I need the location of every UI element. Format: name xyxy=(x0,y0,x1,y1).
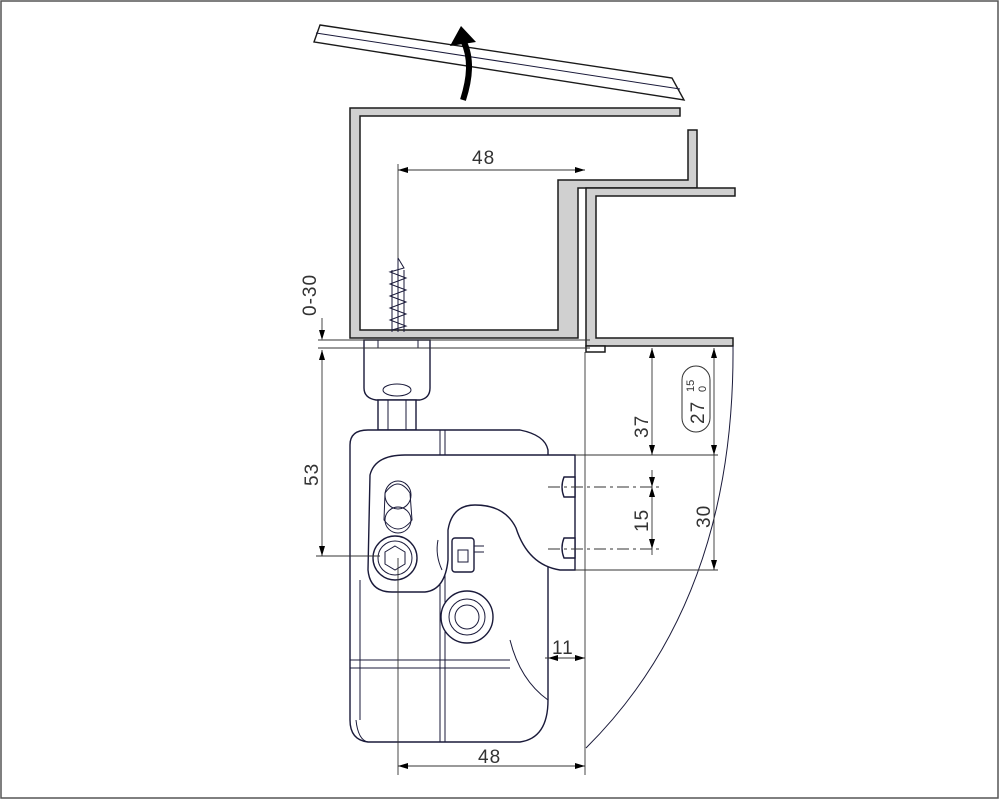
screw-icon xyxy=(388,257,408,332)
sash-arc xyxy=(585,345,734,749)
svg-text:27: 27 xyxy=(688,401,709,424)
dim-bottom-48: 48 xyxy=(397,558,585,775)
hinge-mount xyxy=(363,339,431,431)
svg-text:37: 37 xyxy=(632,415,653,438)
svg-text:11: 11 xyxy=(552,638,574,659)
wall-profile xyxy=(585,187,736,347)
hinge-body xyxy=(349,429,576,743)
profile-lip xyxy=(585,345,606,353)
dim-height-30: 30 xyxy=(575,455,718,571)
svg-text:30: 30 xyxy=(694,505,715,528)
sash-panel xyxy=(313,24,686,101)
opening-arrow-icon xyxy=(450,26,476,101)
svg-text:53: 53 xyxy=(302,463,323,486)
dim-top-48: 48 xyxy=(397,148,585,258)
dim-spacing-15: 15 xyxy=(548,470,662,555)
frame-profile xyxy=(349,107,698,339)
dim-gap-11: 11 xyxy=(545,352,586,775)
svg-text:0-30: 0-30 xyxy=(300,274,321,316)
svg-text:48: 48 xyxy=(472,148,495,169)
svg-text:15: 15 xyxy=(632,509,653,532)
dim-adjust-0-30: 0-30 xyxy=(300,274,590,349)
dim-offset-37: 37 xyxy=(575,348,718,456)
svg-text:15: 15 xyxy=(685,380,697,392)
svg-text:0: 0 xyxy=(697,386,709,392)
svg-text:48: 48 xyxy=(478,747,501,768)
dim-height-53: 53 xyxy=(302,350,380,557)
sash-panel-edge xyxy=(315,32,681,90)
dim-tolerance-27: 27 15 0 xyxy=(681,348,717,455)
